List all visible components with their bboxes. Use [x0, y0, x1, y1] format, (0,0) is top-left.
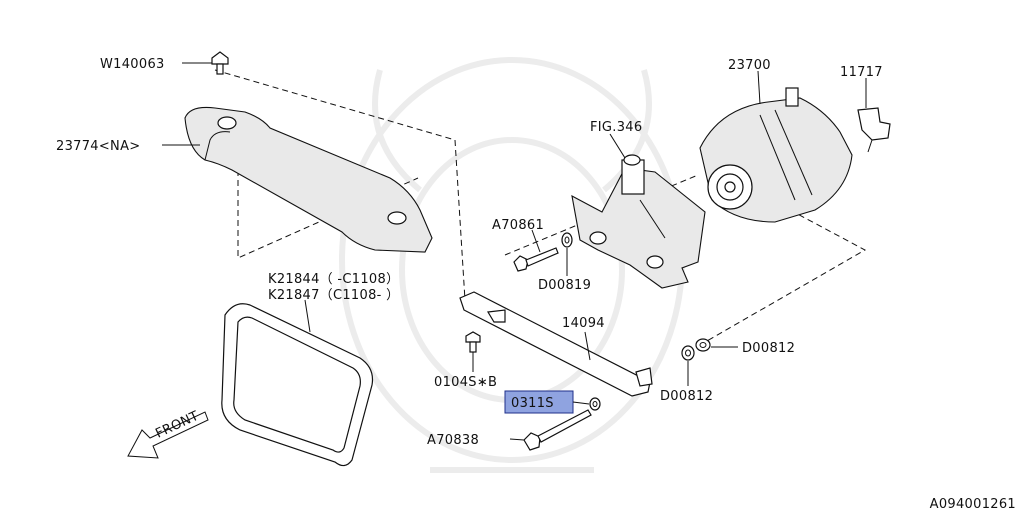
label-0104s: 0104S∗B [434, 375, 497, 390]
diagram-code: A094001261 [930, 497, 1016, 512]
alternator-23700[interactable] [699, 87, 853, 223]
label-d00819: D00819 [538, 278, 591, 293]
label-d00812-upper: D00812 [742, 341, 795, 356]
terminal-11717[interactable] [857, 107, 891, 153]
label-a70861: A70861 [492, 218, 544, 233]
bolt-a70861[interactable] [513, 247, 559, 272]
bolt-w140063[interactable] [182, 51, 229, 75]
adjusting-bracket-14094[interactable] [459, 291, 653, 397]
alternator-bracket[interactable] [571, 154, 706, 289]
washer-0311s[interactable] [589, 397, 601, 411]
label-11717: 11717 [840, 65, 883, 80]
washer-d00819[interactable] [561, 232, 573, 248]
label-14094: 14094 [562, 316, 605, 331]
bolt-a70838[interactable] [523, 409, 592, 451]
label-front: FRONT [153, 409, 201, 442]
label-a70838: A70838 [427, 433, 479, 448]
label-0311s: 0311S [511, 396, 554, 411]
label-belt-b: K21847（C1108- ） [268, 288, 399, 303]
label-belt-a: K21844（ -C1108） [268, 272, 399, 287]
engine-cover-23774[interactable] [184, 106, 433, 253]
label-cover: 23774<NA> [56, 139, 140, 154]
washer-d00812-upper[interactable] [695, 338, 711, 352]
label-d00812-lower: D00812 [660, 389, 713, 404]
label-fig: FIG.346 [590, 120, 642, 135]
washer-d00812-lower[interactable] [681, 345, 695, 361]
label-w140063: W140063 [100, 57, 165, 72]
highlight-0311s[interactable]: 0311S [504, 390, 574, 414]
bolt-0104s[interactable] [465, 331, 481, 353]
label-alternator: 23700 [728, 58, 771, 73]
front-arrow-icon [127, 411, 209, 459]
drive-belt[interactable] [221, 303, 374, 467]
